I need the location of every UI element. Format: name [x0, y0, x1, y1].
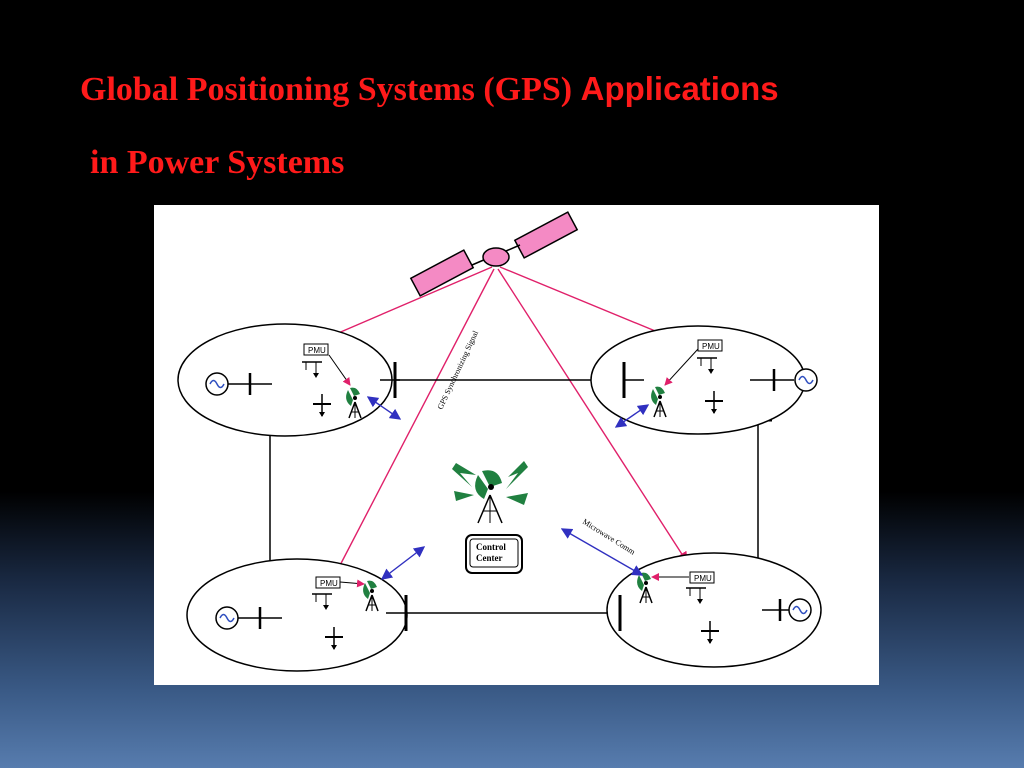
pmu-label: PMU: [308, 346, 326, 355]
control-center-line1: Control: [476, 542, 506, 552]
slide-title: Global Positioning Systems (GPS) Applica…: [80, 70, 779, 109]
substation-top-left: PMU: [177, 323, 400, 437]
microwave-label: Microwave Comm: [581, 517, 637, 557]
pmu-label: PMU: [320, 579, 338, 588]
pmu-label: PMU: [694, 574, 712, 583]
pmu-label: PMU: [702, 342, 720, 351]
substation-top-right: PMU: [590, 325, 818, 435]
slide-title-line2: in Power Systems: [90, 144, 345, 181]
satellite-icon: [409, 211, 579, 297]
substation-bottom-right: PMU: [606, 552, 822, 668]
title-part2: Applications: [580, 70, 779, 107]
control-center-line2: Center: [476, 553, 503, 563]
substation-bottom-left: PMU: [186, 558, 408, 672]
control-tower-icon: [452, 461, 528, 524]
control-center: Control Center: [452, 461, 528, 574]
microwave-arrows: [366, 396, 650, 580]
title-part1: Global Positioning Systems (GPS): [80, 71, 573, 108]
gps-power-system-diagram: GPS Synchronizing Signal PMU PMU: [154, 205, 879, 685]
